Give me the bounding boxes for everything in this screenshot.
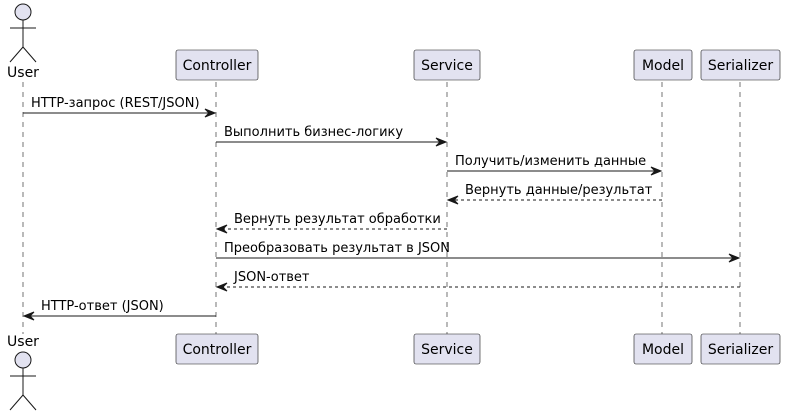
message-label: HTTP-запрос (REST/JSON) — [31, 96, 200, 111]
participant-label: Serializer — [708, 342, 773, 358]
arrowhead-icon — [204, 108, 217, 118]
message-3: Получить/изменить данные — [447, 154, 663, 176]
participant-controller-top: Controller — [175, 49, 259, 81]
participant-service-bottom: Service — [413, 333, 481, 365]
message-4: Вернуть данные/результат — [446, 183, 662, 205]
participant-serializer-bottom: Serializer — [700, 333, 781, 365]
participant-model-bottom: Model — [633, 333, 693, 365]
participant-box — [633, 49, 693, 81]
actor-label: User — [7, 65, 39, 81]
person-icon — [9, 351, 37, 411]
participant-box — [175, 333, 259, 365]
arrowhead-icon — [435, 137, 448, 147]
arrowhead-icon — [215, 224, 228, 234]
participant-box — [175, 49, 259, 81]
message-label: Преобразовать результат в JSON — [224, 241, 450, 256]
arrowhead-icon — [215, 282, 228, 292]
arrowhead-icon — [650, 166, 663, 176]
participant-label: Service — [421, 58, 473, 74]
message-5: Вернуть результат обработки — [215, 212, 447, 234]
message-label: HTTP-ответ (JSON) — [41, 299, 164, 314]
message-8: HTTP-ответ (JSON) — [22, 299, 216, 321]
message-label: Получить/изменить данные — [455, 154, 646, 169]
actor-user-bottom: User — [7, 334, 39, 411]
message-7: JSON-ответ — [215, 270, 740, 292]
message-label: Вернуть результат обработки — [234, 212, 441, 227]
message-2: Выполнить бизнес-логику — [216, 125, 448, 147]
participant-box — [700, 333, 781, 365]
participant-box — [413, 49, 481, 81]
participant-label: Controller — [183, 58, 252, 74]
participant-label: Service — [421, 342, 473, 358]
participant-label: Model — [642, 342, 684, 358]
participant-label: Serializer — [708, 58, 773, 74]
message-1: HTTP-запрос (REST/JSON) — [23, 96, 217, 118]
message-label: Выполнить бизнес-логику — [224, 125, 403, 140]
message-label: JSON-ответ — [233, 270, 310, 285]
message-6: Преобразовать результат в JSON — [216, 241, 741, 263]
participant-service-top: Service — [413, 49, 481, 81]
person-icon — [9, 3, 37, 63]
arrowhead-icon — [728, 253, 741, 263]
participant-label: Model — [642, 58, 684, 74]
actor-label: User — [7, 334, 39, 350]
participant-controller-bottom: Controller — [175, 333, 259, 365]
participant-box — [633, 333, 693, 365]
participant-label: Controller — [183, 342, 252, 358]
participant-model-top: Model — [633, 49, 693, 81]
participant-serializer-top: Serializer — [700, 49, 781, 81]
participant-box — [700, 49, 781, 81]
arrowhead-icon — [446, 195, 459, 205]
actor-user-top: User — [7, 3, 39, 81]
participant-box — [413, 333, 481, 365]
message-label: Вернуть данные/результат — [465, 183, 653, 198]
arrowhead-icon — [22, 311, 35, 321]
